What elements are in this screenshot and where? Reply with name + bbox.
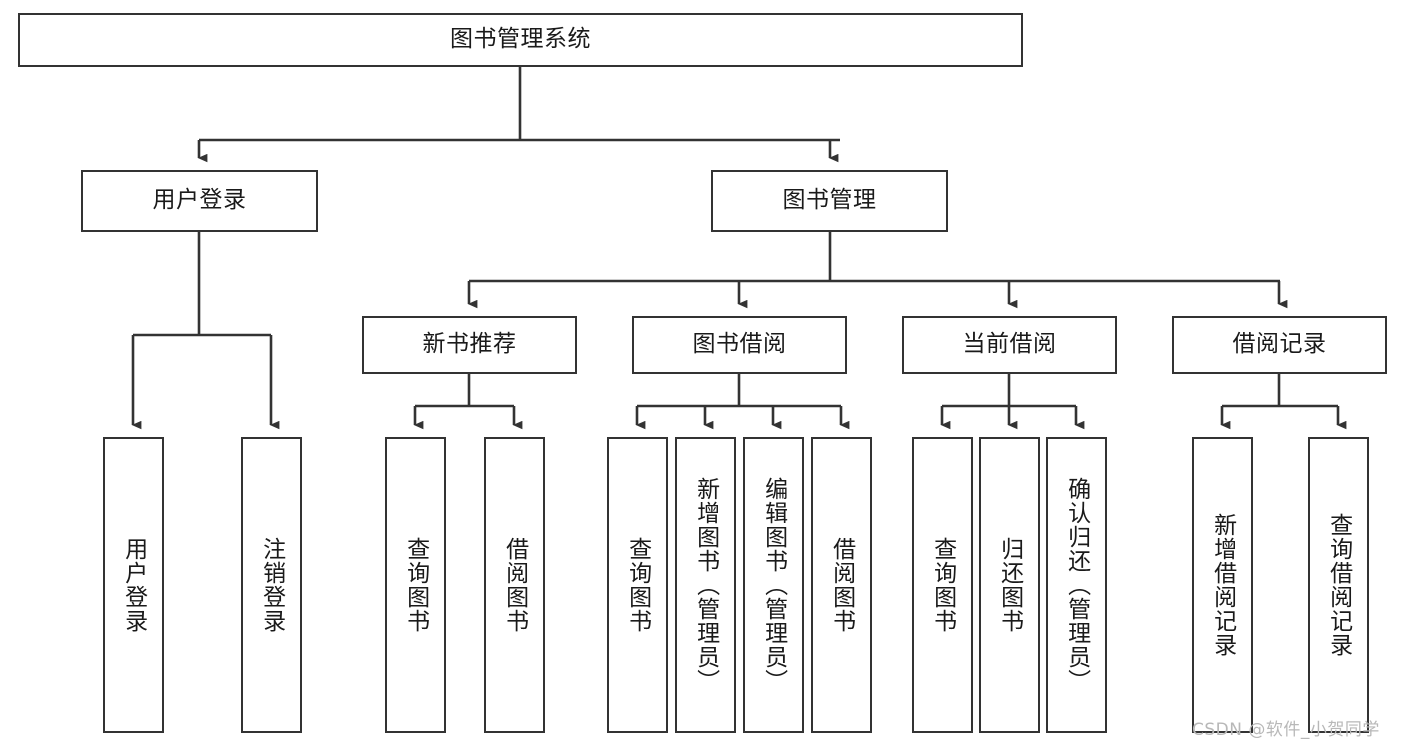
node-leaf-query-book-1-label: 查询图书: [402, 537, 429, 633]
node-leaf-confirm-return[interactable]: 确认归还（管理员）: [1046, 437, 1107, 733]
node-leaf-query-record[interactable]: 查询借阅记录: [1308, 437, 1369, 733]
node-leaf-query-record-label: 查询借阅记录: [1325, 513, 1352, 657]
node-root[interactable]: 图书管理系统: [18, 13, 1023, 67]
node-user-login-label: 用户登录: [152, 187, 247, 214]
node-leaf-add-record[interactable]: 新增借阅记录: [1192, 437, 1253, 733]
node-leaf-query-book-2[interactable]: 查询图书: [607, 437, 668, 733]
node-root-label: 图书管理系统: [450, 26, 591, 53]
node-book-borrow[interactable]: 图书借阅: [632, 316, 847, 374]
node-leaf-return-book-label: 归还图书: [996, 537, 1023, 633]
node-leaf-edit-book[interactable]: 编辑图书（管理员）: [743, 437, 804, 733]
node-leaf-add-book[interactable]: 新增图书（管理员）: [675, 437, 736, 733]
node-leaf-query-book-2-label: 查询图书: [624, 537, 651, 633]
node-leaf-confirm-return-label: 确认归还（管理员）: [1063, 477, 1090, 693]
node-user-login[interactable]: 用户登录: [81, 170, 318, 232]
node-new-book-rec[interactable]: 新书推荐: [362, 316, 577, 374]
node-leaf-borrow-book-1[interactable]: 借阅图书: [484, 437, 545, 733]
node-book-borrow-label: 图书借阅: [692, 331, 787, 358]
node-leaf-query-book-1[interactable]: 查询图书: [385, 437, 446, 733]
node-borrow-record-label: 借阅记录: [1232, 331, 1327, 358]
node-leaf-logout-label: 注销登录: [258, 537, 285, 633]
node-book-manage-label: 图书管理: [782, 187, 877, 214]
node-leaf-borrow-book-2-label: 借阅图书: [828, 537, 855, 633]
node-current-borrow-label: 当前借阅: [962, 331, 1057, 358]
node-leaf-query-book-3[interactable]: 查询图书: [912, 437, 973, 733]
node-borrow-record[interactable]: 借阅记录: [1172, 316, 1387, 374]
node-leaf-borrow-book-1-label: 借阅图书: [501, 537, 528, 633]
node-leaf-logout[interactable]: 注销登录: [241, 437, 302, 733]
node-leaf-query-book-3-label: 查询图书: [929, 537, 956, 633]
node-leaf-return-book[interactable]: 归还图书: [979, 437, 1040, 733]
node-leaf-user-login-label: 用户登录: [120, 537, 147, 633]
node-leaf-edit-book-label: 编辑图书（管理员）: [760, 477, 787, 693]
node-leaf-add-book-label: 新增图书（管理员）: [692, 477, 719, 693]
node-current-borrow[interactable]: 当前借阅: [902, 316, 1117, 374]
node-leaf-add-record-label: 新增借阅记录: [1209, 513, 1236, 657]
node-book-manage[interactable]: 图书管理: [711, 170, 948, 232]
node-leaf-user-login[interactable]: 用户登录: [103, 437, 164, 733]
node-leaf-borrow-book-2[interactable]: 借阅图书: [811, 437, 872, 733]
node-new-book-rec-label: 新书推荐: [422, 331, 517, 358]
